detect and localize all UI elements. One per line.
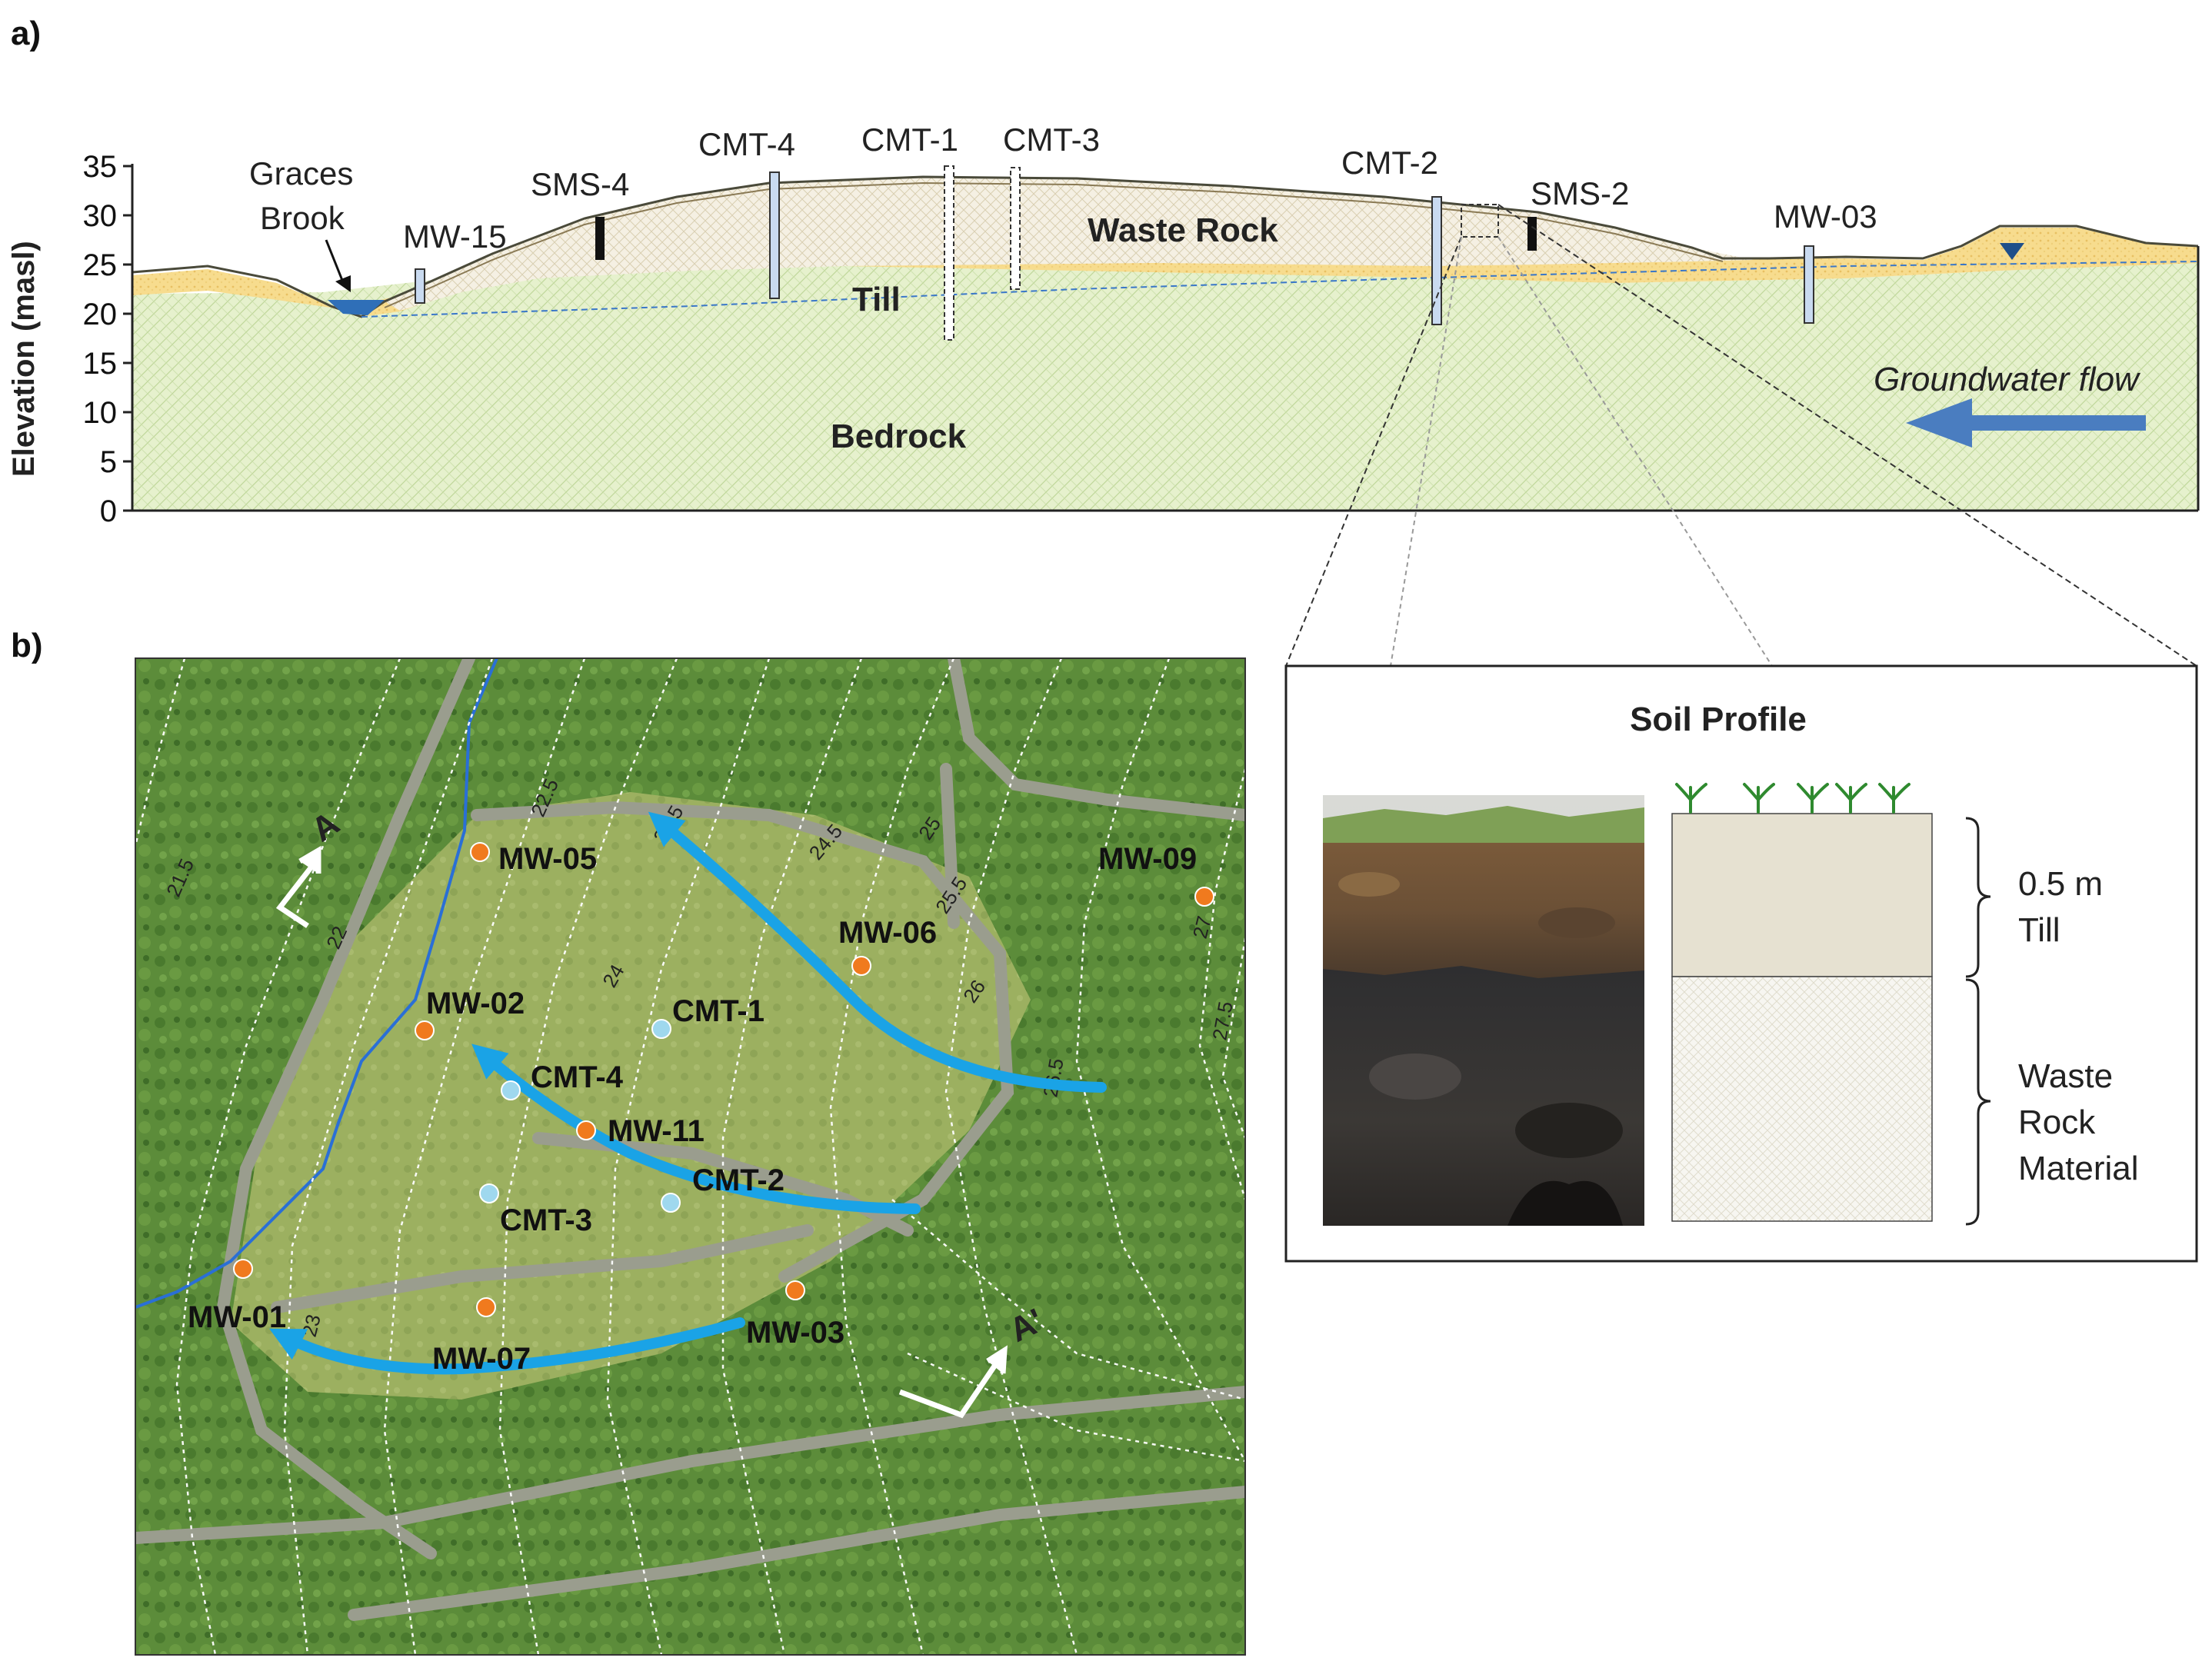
mw-03-point: [785, 1280, 805, 1300]
well-cmt-1: [944, 165, 954, 341]
profile-till-block: [1671, 813, 1933, 977]
cmt-4-point: [501, 1080, 521, 1100]
waste-label-1: Waste: [2018, 1057, 2113, 1095]
label-cmt-4: CMT-4: [698, 126, 795, 162]
cmt-2-label: CMT-2: [692, 1163, 785, 1197]
mw-09-point: [1194, 887, 1214, 907]
profile-waste-block: [1671, 976, 1933, 1222]
map: 21.5 22 22.5 23 24 24.5 24.5 25 25.5 26 …: [135, 658, 1245, 1655]
mw-07-point: [476, 1297, 496, 1317]
till-layer: [132, 228, 2198, 317]
groundwater-flow-arrow: [1906, 398, 2146, 448]
layer-waste-rock: Waste Rock: [1088, 211, 1278, 249]
y-tick-label: 15: [83, 347, 118, 381]
layer-bedrock: Bedrock: [831, 418, 967, 455]
brook-label-2: Brook: [260, 200, 345, 236]
y-axis-label: Elevation (masl): [7, 241, 41, 477]
label-cmt-3: CMT-3: [1003, 121, 1100, 158]
label-mw-03: MW-03: [1774, 198, 1877, 235]
well-mw-15: [415, 268, 425, 304]
cmt-3-point: [479, 1183, 499, 1203]
mw-09-label: MW-09: [1098, 842, 1197, 876]
cmt-3-label: CMT-3: [500, 1203, 592, 1237]
y-tick-label: 25: [83, 248, 118, 282]
y-tick-label: 5: [100, 445, 117, 479]
y-tick-label: 20: [83, 298, 118, 331]
waste-brace: [1965, 978, 1991, 1226]
soil-profile-box: Soil Profile 0.5 m Till Waste: [1284, 664, 2198, 1263]
flow-arrow-3: [269, 1317, 745, 1375]
mw-05-label: MW-05: [498, 842, 597, 876]
soil-profile-title: Soil Profile: [1630, 701, 1807, 738]
label-mw-15: MW-15: [403, 218, 507, 255]
profile-location-box: [1461, 204, 1499, 238]
waste-label-3: Material: [2018, 1150, 2139, 1187]
section-marker-a-prime: [898, 1345, 1008, 1419]
cover-line: [384, 181, 1724, 308]
zoom-lines: [1285, 204, 2197, 667]
contour-label: 27: [1188, 914, 1216, 940]
mw-02-label: MW-02: [426, 987, 525, 1020]
label-sms-4: SMS-4: [531, 166, 629, 202]
brook-pointer-head: [335, 275, 351, 292]
water-table: [361, 261, 2199, 318]
layer-till: Till: [852, 281, 901, 318]
water-table-symbol: [2000, 243, 2024, 260]
brook-label-1: Graces: [249, 155, 353, 191]
well-cmt-3: [1010, 167, 1021, 290]
y-ticks: 0 5 10 15 20 25 30 35: [83, 150, 132, 528]
mw-11-label: MW-11: [608, 1114, 705, 1148]
till-thickness: 0.5 m: [2018, 865, 2103, 903]
flow-arrow-2: [471, 1044, 921, 1214]
well-cmt-4: [769, 171, 780, 299]
flow-arrows: [269, 811, 1107, 1375]
mw-06-label: MW-06: [838, 916, 937, 950]
cmt-4-label: CMT-4: [531, 1060, 624, 1094]
well-sms-2: [1527, 217, 1537, 251]
y-tick-label: 10: [83, 396, 118, 430]
map-frame: [135, 657, 1246, 1656]
cmt-1-label: CMT-1: [672, 994, 765, 1028]
till-brace: [1965, 817, 1991, 978]
mw-03-label: MW-03: [746, 1316, 844, 1350]
mw-11-point: [576, 1120, 596, 1140]
map-well-labels: MW-05 MW-02 MW-06 MW-09 MW-11 MW-01 MW-0…: [188, 842, 1197, 1376]
label-cmt-2: CMT-2: [1341, 145, 1438, 181]
zoom-lines-inner: [1390, 236, 1773, 667]
label-sms-2: SMS-2: [1531, 175, 1629, 211]
y-tick-label: 35: [83, 150, 118, 184]
y-tick-label: 0: [100, 494, 117, 528]
map-wells: [233, 842, 1214, 1317]
panel-b-label: b): [11, 627, 43, 664]
label-cmt-1: CMT-1: [861, 121, 958, 158]
graces-brook-stream: [135, 658, 498, 1309]
soil-photo: [1323, 795, 1644, 1226]
brook-pointer: [325, 239, 346, 287]
roads: [135, 658, 1245, 1621]
y-tick-label: 30: [83, 199, 118, 233]
cmt-2-point: [661, 1193, 681, 1213]
bedrock-layer: [132, 261, 2198, 511]
brook-water: [328, 300, 385, 315]
waste-label-2: Rock: [2018, 1103, 2096, 1141]
panel-a-label: a): [11, 15, 41, 52]
flow-arrow-1: [648, 811, 1107, 1093]
mw-01-point: [233, 1259, 253, 1279]
mw-01-label: MW-01: [188, 1300, 286, 1334]
groundwater-flow-label: Groundwater flow: [1874, 361, 2141, 398]
till-label: Till: [2018, 911, 2060, 949]
cross-section: 0 5 10 15 20 25 30 35 Elevation (masl) MW-15 SM…: [7, 121, 2200, 528]
cmt-1-point: [651, 1019, 671, 1039]
mw-07-label: MW-07: [432, 1342, 531, 1376]
mw-02-point: [415, 1020, 435, 1040]
mw-06-point: [851, 956, 871, 976]
well-mw-03: [1804, 245, 1814, 324]
vegetation-icons: [1675, 783, 1911, 814]
mw-05-point: [470, 842, 490, 862]
waste-rock-layer: [385, 177, 1754, 311]
section-marker-a: [275, 845, 321, 928]
well-sms-4: [595, 217, 605, 260]
